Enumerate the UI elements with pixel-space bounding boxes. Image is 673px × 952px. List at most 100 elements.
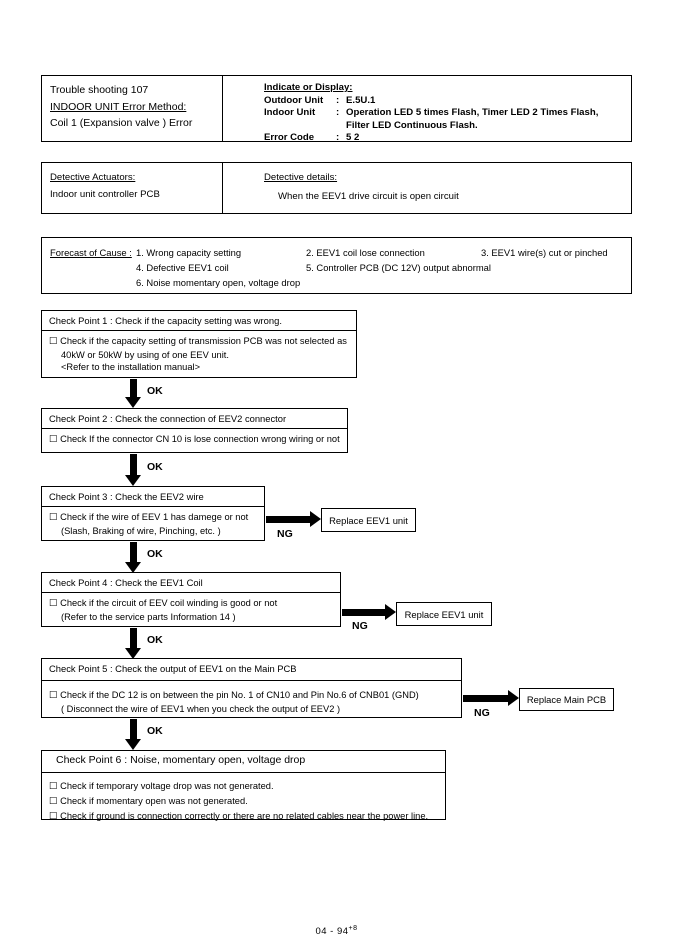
- check-point-4-box: Check Point 4 : Check the EEV1 Coil ☐ Ch…: [41, 572, 341, 627]
- check-item-text: Check if ground is connection correctly …: [60, 811, 429, 821]
- forecast-of-cause-box: Forecast of Cause : 1. Wrong capacity se…: [41, 237, 632, 294]
- check-point-2-title: Check Point 2 : Check the connection of …: [42, 409, 347, 429]
- flow-arrow-ok-5: [125, 719, 141, 750]
- flow-label-ok-3: OK: [147, 548, 163, 560]
- flow-arrow-ok-3: [125, 542, 141, 573]
- outdoor-unit-colon: :: [336, 94, 340, 106]
- check-point-1-body: ☐ Check if the capacity setting of trans…: [42, 331, 356, 377]
- indoor-unit-label: Indoor Unit: [264, 107, 316, 119]
- error-header-box: Trouble shooting 107 INDOOR UNIT Error M…: [41, 75, 632, 145]
- detective-actuators-heading: Detective Actuators:: [50, 172, 136, 183]
- checkbox-icon: ☐: [49, 690, 58, 701]
- check-point-3-box: Check Point 3 : Check the EEV2 wire ☐ Ch…: [41, 486, 265, 541]
- page-revision: +8: [348, 925, 358, 932]
- check-item-text: Check if momentary open was not generate…: [60, 796, 248, 806]
- indoor-unit-row: Indoor Unit : Operation LED 5 times Flas…: [264, 107, 627, 120]
- flow-label-ng-4: NG: [352, 620, 368, 632]
- page-number: 04 - 94: [315, 926, 349, 938]
- flow-label-ng-3: NG: [277, 528, 293, 540]
- check-point-3-body: ☐ Check if the wire of EEV 1 has damege …: [42, 507, 264, 540]
- check-item: ☐ Check if the circuit of EEV coil windi…: [49, 597, 336, 611]
- check-item: ☐ Check if momentary open was not genera…: [49, 794, 441, 809]
- action-replace-eev1-unit-1[interactable]: Replace EEV1 unit: [321, 508, 416, 532]
- check-point-2-body: ☐ Check If the connector CN 10 is lose c…: [42, 429, 347, 452]
- forecast-of-cause-content: Forecast of Cause : 1. Wrong capacity se…: [50, 245, 625, 290]
- error-code-row: Error Code : 5 2: [264, 132, 627, 145]
- check-item-text: Check if the capacity setting of transmi…: [60, 336, 347, 346]
- outdoor-unit-row: Outdoor Unit : E.5U.1: [264, 95, 627, 108]
- check-item-text: Check If the connector CN 10 is lose con…: [60, 434, 340, 444]
- check-point-6-title: Check Point 6 : Noise, momentary open, v…: [42, 751, 445, 773]
- flow-label-ok-1: OK: [147, 385, 163, 397]
- check-item: ☐ Check if the wire of EEV 1 has damege …: [49, 511, 260, 525]
- flow-arrow-ng-3: [266, 511, 321, 527]
- actuators-divider: [222, 163, 223, 213]
- flow-arrow-ok-4: [125, 628, 141, 659]
- check-item-line-2: (Refer to the service parts Information …: [61, 611, 236, 622]
- check-item-line-2: 40kW or 50kW by using of one EEV unit.: [61, 349, 229, 360]
- check-item: ☐ Check if the DC 12 is on between the p…: [49, 689, 457, 703]
- cause-item-2: 2. EEV1 coil lose connection: [306, 247, 425, 258]
- cause-item-4: 4. Defective EEV1 coil: [136, 262, 229, 273]
- detective-actuators-value: Indoor unit controller PCB: [50, 189, 160, 200]
- checkbox-icon: ☐: [49, 336, 58, 347]
- error-name: Coil 1 (Expansion valve ) Error: [50, 117, 193, 129]
- detective-actuators-column: Detective Actuators: Indoor unit control…: [50, 169, 245, 203]
- check-point-5-body: ☐ Check if the DC 12 is on between the p…: [42, 681, 461, 717]
- forecast-of-cause-label: Forecast of Cause :: [50, 247, 132, 258]
- check-point-1-box: Check Point 1 : Check if the capacity se…: [41, 310, 357, 378]
- flow-arrow-ok-1: [125, 379, 141, 408]
- check-item-line-2: (Slash, Braking of wire, Pinching, etc. …: [61, 525, 221, 536]
- cause-item-5: 5. Controller PCB (DC 12V) output abnorm…: [306, 262, 491, 273]
- indicate-or-display-column: Indicate or Display: Outdoor Unit : E.5U…: [264, 82, 627, 145]
- detective-actuators-box: Detective Actuators: Indoor unit control…: [41, 162, 632, 214]
- indoor-unit-value: Operation LED 5 times Flash, Timer LED 2…: [346, 107, 599, 119]
- check-point-1-title: Check Point 1 : Check if the capacity se…: [42, 311, 356, 331]
- check-item: ☐ Check if ground is connection correctl…: [49, 809, 441, 824]
- trouble-shooting-title: Trouble shooting 107: [50, 84, 149, 96]
- check-item: ☐ Check If the connector CN 10 is lose c…: [49, 433, 343, 447]
- action-replace-main-pcb[interactable]: Replace Main PCB: [519, 688, 614, 711]
- check-point-5-box: Check Point 5 : Check the output of EEV1…: [41, 658, 462, 718]
- header-left-column: Trouble shooting 107 INDOOR UNIT Error M…: [50, 82, 255, 132]
- cause-item-6: 6. Noise momentary open, voltage drop: [136, 277, 301, 288]
- check-point-3-title: Check Point 3 : Check the EEV2 wire: [42, 487, 264, 507]
- check-point-4-body: ☐ Check if the circuit of EEV coil windi…: [42, 593, 340, 626]
- cause-row-3: 6. Noise momentary open, voltage drop: [50, 275, 625, 290]
- check-item-text: Check if the wire of EEV 1 has damege or…: [60, 512, 249, 522]
- flow-label-ok-5: OK: [147, 725, 163, 737]
- flow-arrow-ng-5: [463, 690, 519, 706]
- indicate-or-display-heading: Indicate or Display:: [264, 82, 353, 93]
- check-item-text: Check if the DC 12 is on between the pin…: [60, 690, 419, 700]
- page-footer: 04 - 94+8: [0, 925, 673, 937]
- cause-item-1: 1. Wrong capacity setting: [136, 247, 242, 258]
- error-method-label: INDOOR UNIT Error Method:: [50, 100, 187, 113]
- checkbox-icon: ☐: [49, 811, 58, 822]
- check-point-6-body: ☐ Check if temporary voltage drop was no…: [42, 773, 445, 822]
- checkbox-icon: ☐: [49, 434, 58, 445]
- outdoor-unit-label: Outdoor Unit: [264, 94, 324, 106]
- flow-label-ok-4: OK: [147, 634, 163, 646]
- error-code-label: Error Code: [264, 132, 315, 144]
- flow-label-ng-5: NG: [474, 707, 490, 719]
- check-point-2-box: Check Point 2 : Check the connection of …: [41, 408, 348, 453]
- flow-arrow-ok-2: [125, 454, 141, 486]
- check-item: ☐ Check if temporary voltage drop was no…: [49, 779, 441, 794]
- action-replace-eev1-unit-2[interactable]: Replace EEV1 unit: [396, 602, 492, 626]
- header-divider: [222, 76, 223, 141]
- checkbox-icon: ☐: [49, 781, 58, 792]
- error-code-colon: :: [336, 132, 340, 144]
- checkbox-icon: ☐: [49, 598, 58, 609]
- cause-item-3: 3. EEV1 wire(s) cut or pinched: [481, 247, 608, 258]
- check-point-5-title: Check Point 5 : Check the output of EEV1…: [42, 659, 461, 681]
- check-point-6-box: Check Point 6 : Noise, momentary open, v…: [41, 750, 446, 822]
- cause-row-1: Forecast of Cause : 1. Wrong capacity se…: [50, 245, 625, 260]
- cause-row-2: 4. Defective EEV1 coil 5. Controller PCB…: [50, 260, 625, 275]
- outdoor-unit-value: E.5U.1: [346, 94, 376, 106]
- flow-arrow-ng-4: [342, 604, 396, 620]
- indoor-unit-colon: :: [336, 107, 340, 119]
- check-item: ☐ Check if the capacity setting of trans…: [49, 335, 352, 349]
- checkbox-icon: ☐: [49, 796, 58, 807]
- check-point-4-title: Check Point 4 : Check the EEV1 Coil: [42, 573, 340, 593]
